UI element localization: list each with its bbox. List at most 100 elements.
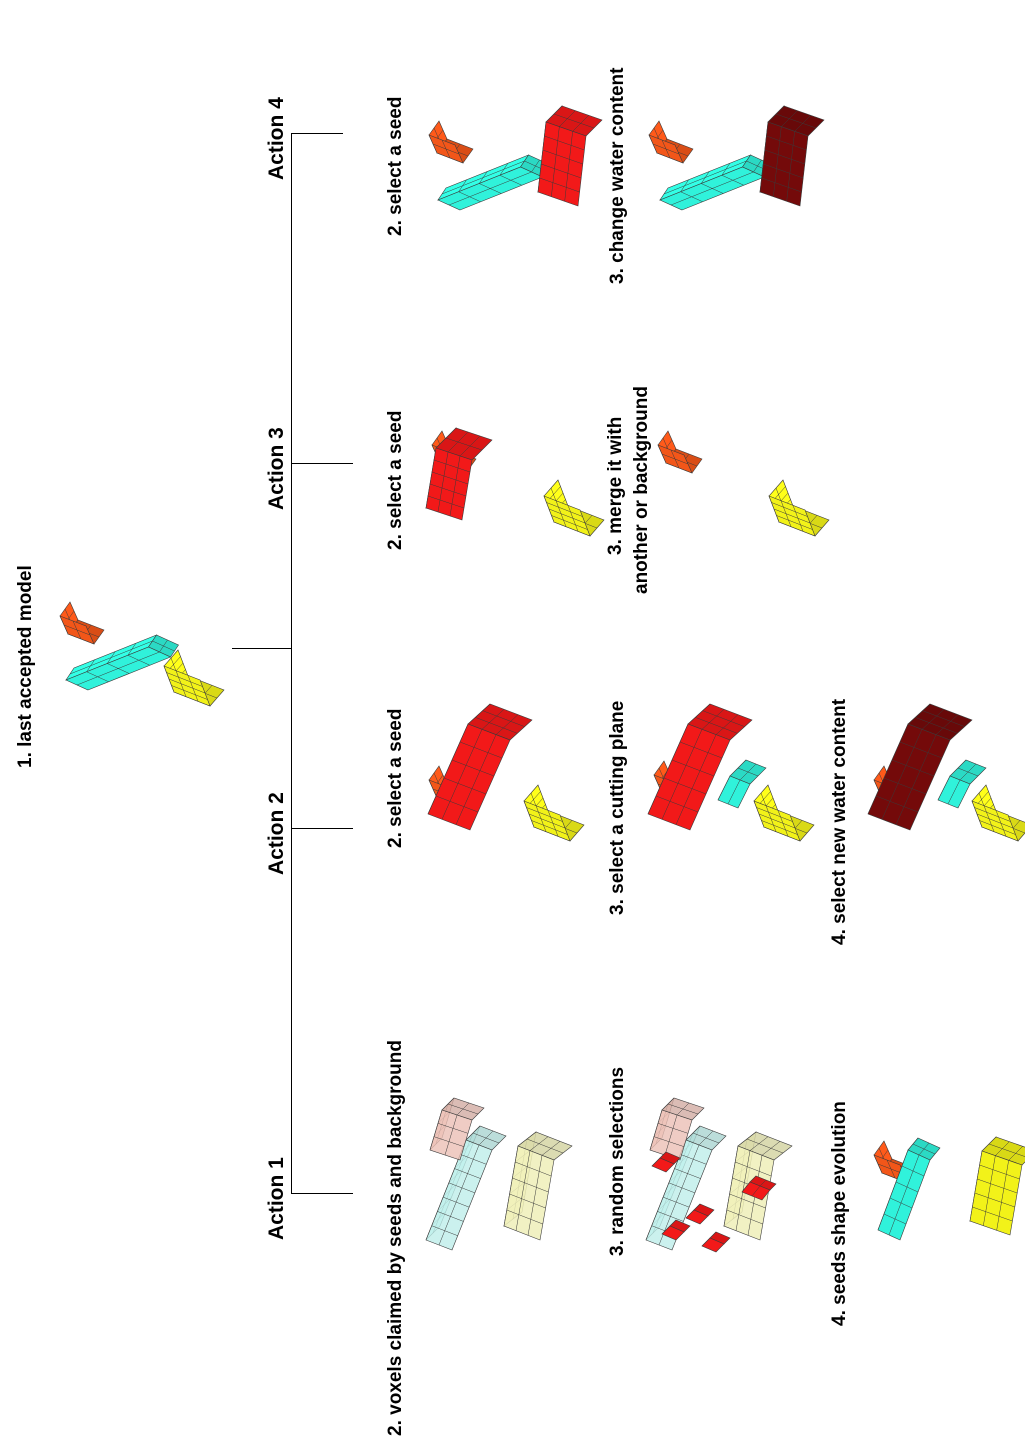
a2s4-darkred-seed-front — [867, 723, 951, 831]
a2s4-darkred-seed-top-gridline — [882, 710, 923, 801]
a4s3-darkred-seed-top-gridline — [766, 119, 783, 137]
a3s2-orange-seed-front-gridline — [444, 449, 454, 469]
a1s4-cyan-seed-front-gridline — [895, 1181, 919, 1193]
a2s4-cyan-part-side-gridline — [957, 767, 979, 777]
a4s2-red-seed-front — [537, 121, 587, 207]
a1s3-random-pick-2-side — [693, 1203, 715, 1217]
a1s2-yellow-claimed-front-gridline — [527, 1155, 543, 1236]
a1s4-yellow-seed-front-gridline — [977, 1178, 1018, 1194]
a4s2-cyan-seed-top-gridline — [479, 171, 488, 184]
a4s2-red-seed-top-gridline — [544, 119, 561, 137]
root-yellow-seed-top-gridline — [168, 662, 184, 680]
root-cyan-seed-side-gridline — [159, 639, 168, 653]
a4s3-orange-seed-front-gridline — [661, 139, 671, 159]
a2s3-red-seed-front-gridline — [671, 759, 715, 777]
a1s3-yellow-claimed-top — [723, 1131, 757, 1227]
a4s3-orange-seed-front-gridline — [652, 143, 680, 155]
a2s4-yellow-seed-side-gridline — [993, 815, 1009, 832]
a2s2-red-seed-top — [427, 703, 491, 815]
a2s4-darkred-seed-side-gridline — [922, 710, 965, 727]
a1s3-cyan-claimed-top-gridline — [652, 1132, 694, 1234]
a3s2-red-seed-top-gridline — [435, 437, 447, 499]
a2s3-orange-seed-front — [653, 774, 689, 804]
root-orange-seed-side — [67, 619, 105, 645]
a2s3-red-seed-front-gridline — [675, 734, 717, 825]
a4s2-red-seed-front-gridline — [564, 131, 573, 202]
a3s2-yellow-seed-front-gridline — [548, 508, 586, 524]
a1s3-random-pick-3-top — [701, 1231, 717, 1247]
a2s3-red-seed-front-gridline — [679, 741, 723, 759]
a1s4-yellow-seed-top-gridline — [977, 1164, 992, 1180]
a2s2-red-seed-top-gridline — [442, 710, 483, 801]
tree-trunk — [291, 133, 292, 1194]
a1s3-random-pick-3-front — [701, 1237, 725, 1253]
a2s3-red-seed-top-gridline — [655, 775, 679, 797]
a4s2-orange-seed-front — [452, 143, 456, 146]
a4s2-red-seed-side-gridline — [572, 115, 589, 132]
a1s3-random-pick-2-top — [685, 1203, 701, 1219]
root-yellow-seed-top-gridline — [166, 656, 181, 673]
a2s4-cyan-part-top — [937, 759, 967, 801]
a2s3-yellow-seed-side-gridline — [775, 815, 791, 832]
a2s3-orange-seed-front — [677, 783, 681, 786]
a1s3-cyan-claimed-side — [685, 1125, 727, 1151]
a2s3-yellow-seed-side-gridline — [770, 818, 808, 834]
a3s2-red-seed-front-gridline — [431, 471, 469, 485]
a1s4-yellow-seed-top-gridline — [972, 1192, 987, 1208]
a1s2-yellow-claimed-side-gridline — [526, 1138, 564, 1154]
a1s3-yellow-claimed-front-gridline — [747, 1155, 763, 1236]
action-1-step-3-label: 3. random selections — [607, 1066, 628, 1256]
a2s3-yellow-seed-side — [763, 810, 815, 842]
a2s2-orange-seed-side — [452, 788, 456, 791]
a1s3-red-claimed-side-gridline — [676, 1102, 690, 1116]
a4s2-red-seed-front-gridline — [541, 163, 582, 179]
a3s2-orange-seed-front — [431, 444, 467, 474]
a2s4-yellow-seed-top-gridline — [979, 804, 994, 821]
a1s2-yellow-claimed-top-gridline — [512, 1138, 528, 1220]
a4s3-cyan-seed-front-gridline — [670, 171, 754, 206]
a3s2-orange-seed-front-gridline — [435, 453, 463, 465]
action-2-step-2-label: 2. select a seed — [385, 708, 406, 848]
a2s3-cyan-part-top-gridline — [725, 767, 739, 793]
a2s2-orange-seed-top — [428, 765, 448, 799]
a2s3-red-seed-front-gridline — [661, 729, 703, 820]
a1s4-orange-seed-top-gridline — [877, 1149, 889, 1165]
a1s4-cyan-seed-top-gridline — [901, 1153, 913, 1167]
root-yellow-seed-front — [163, 665, 211, 707]
a2s4-yellow-seed-front-gridline — [976, 813, 1014, 829]
a3s3-yellow-seed-side-gridline — [790, 510, 806, 527]
a1s3-cyan-claimed-top-gridline — [662, 1182, 678, 1198]
a1s2-cyan-claimed-front-gridline — [443, 1196, 470, 1208]
action-4-step-2-label: 2. select a seed — [385, 96, 406, 236]
a4s3-cyan-seed-side-gridline — [746, 160, 769, 172]
a4s3-cyan-seed-front-gridline — [721, 175, 744, 186]
a2s3-yellow-seed-side-gridline — [787, 820, 803, 837]
a1s3-cyan-claimed-side-gridline — [692, 1132, 720, 1144]
a2s3-orange-seed-front-gridline — [657, 783, 685, 795]
a2s4-yellow-seed-front-gridline — [979, 820, 1016, 835]
a1s4-cyan-seed-top-gridline — [883, 1201, 895, 1215]
a3s2-red-seed-side — [435, 427, 493, 461]
a1s3-yellow-claimed-front-gridline — [732, 1177, 769, 1193]
a2s3-yellow-seed-top-gridline — [756, 791, 771, 808]
a2s4-yellow-seed-top-gridline — [978, 792, 990, 820]
action-2-step-4-label: 4. select new water content — [829, 698, 850, 945]
action-2-step-3-label: 3. select a cutting plane — [607, 700, 628, 915]
a4s3-orange-seed-side-gridline — [669, 143, 681, 159]
a2s3-cyan-part-front-gridline — [727, 779, 741, 805]
root-orange-seed-front — [83, 624, 87, 627]
a4s3-cyan-seed-side — [742, 154, 773, 178]
a1s3-random-pick-2-front — [685, 1209, 709, 1225]
a2s2-red-seed-top-gridline — [435, 775, 459, 797]
a2s4-darkred-seed-front-gridline — [895, 734, 937, 825]
a3s2-red-seed-front-gridline — [427, 495, 465, 509]
a1s3-yellow-claimed-side-gridline — [749, 1136, 769, 1151]
a2s3-yellow-seed-front-gridline — [761, 820, 798, 835]
a4s3-darkred-seed-side — [767, 105, 825, 137]
a2s2-red-seed-side-gridline — [495, 714, 519, 735]
a1s4-yellow-seed-front-gridline — [972, 1206, 1013, 1222]
a2s4-darkred-seed-side-gridline — [921, 709, 945, 730]
a2s2-orange-seed-top-gridline — [433, 772, 443, 792]
a1s4-cyan-seed-top-gridline — [889, 1185, 901, 1199]
